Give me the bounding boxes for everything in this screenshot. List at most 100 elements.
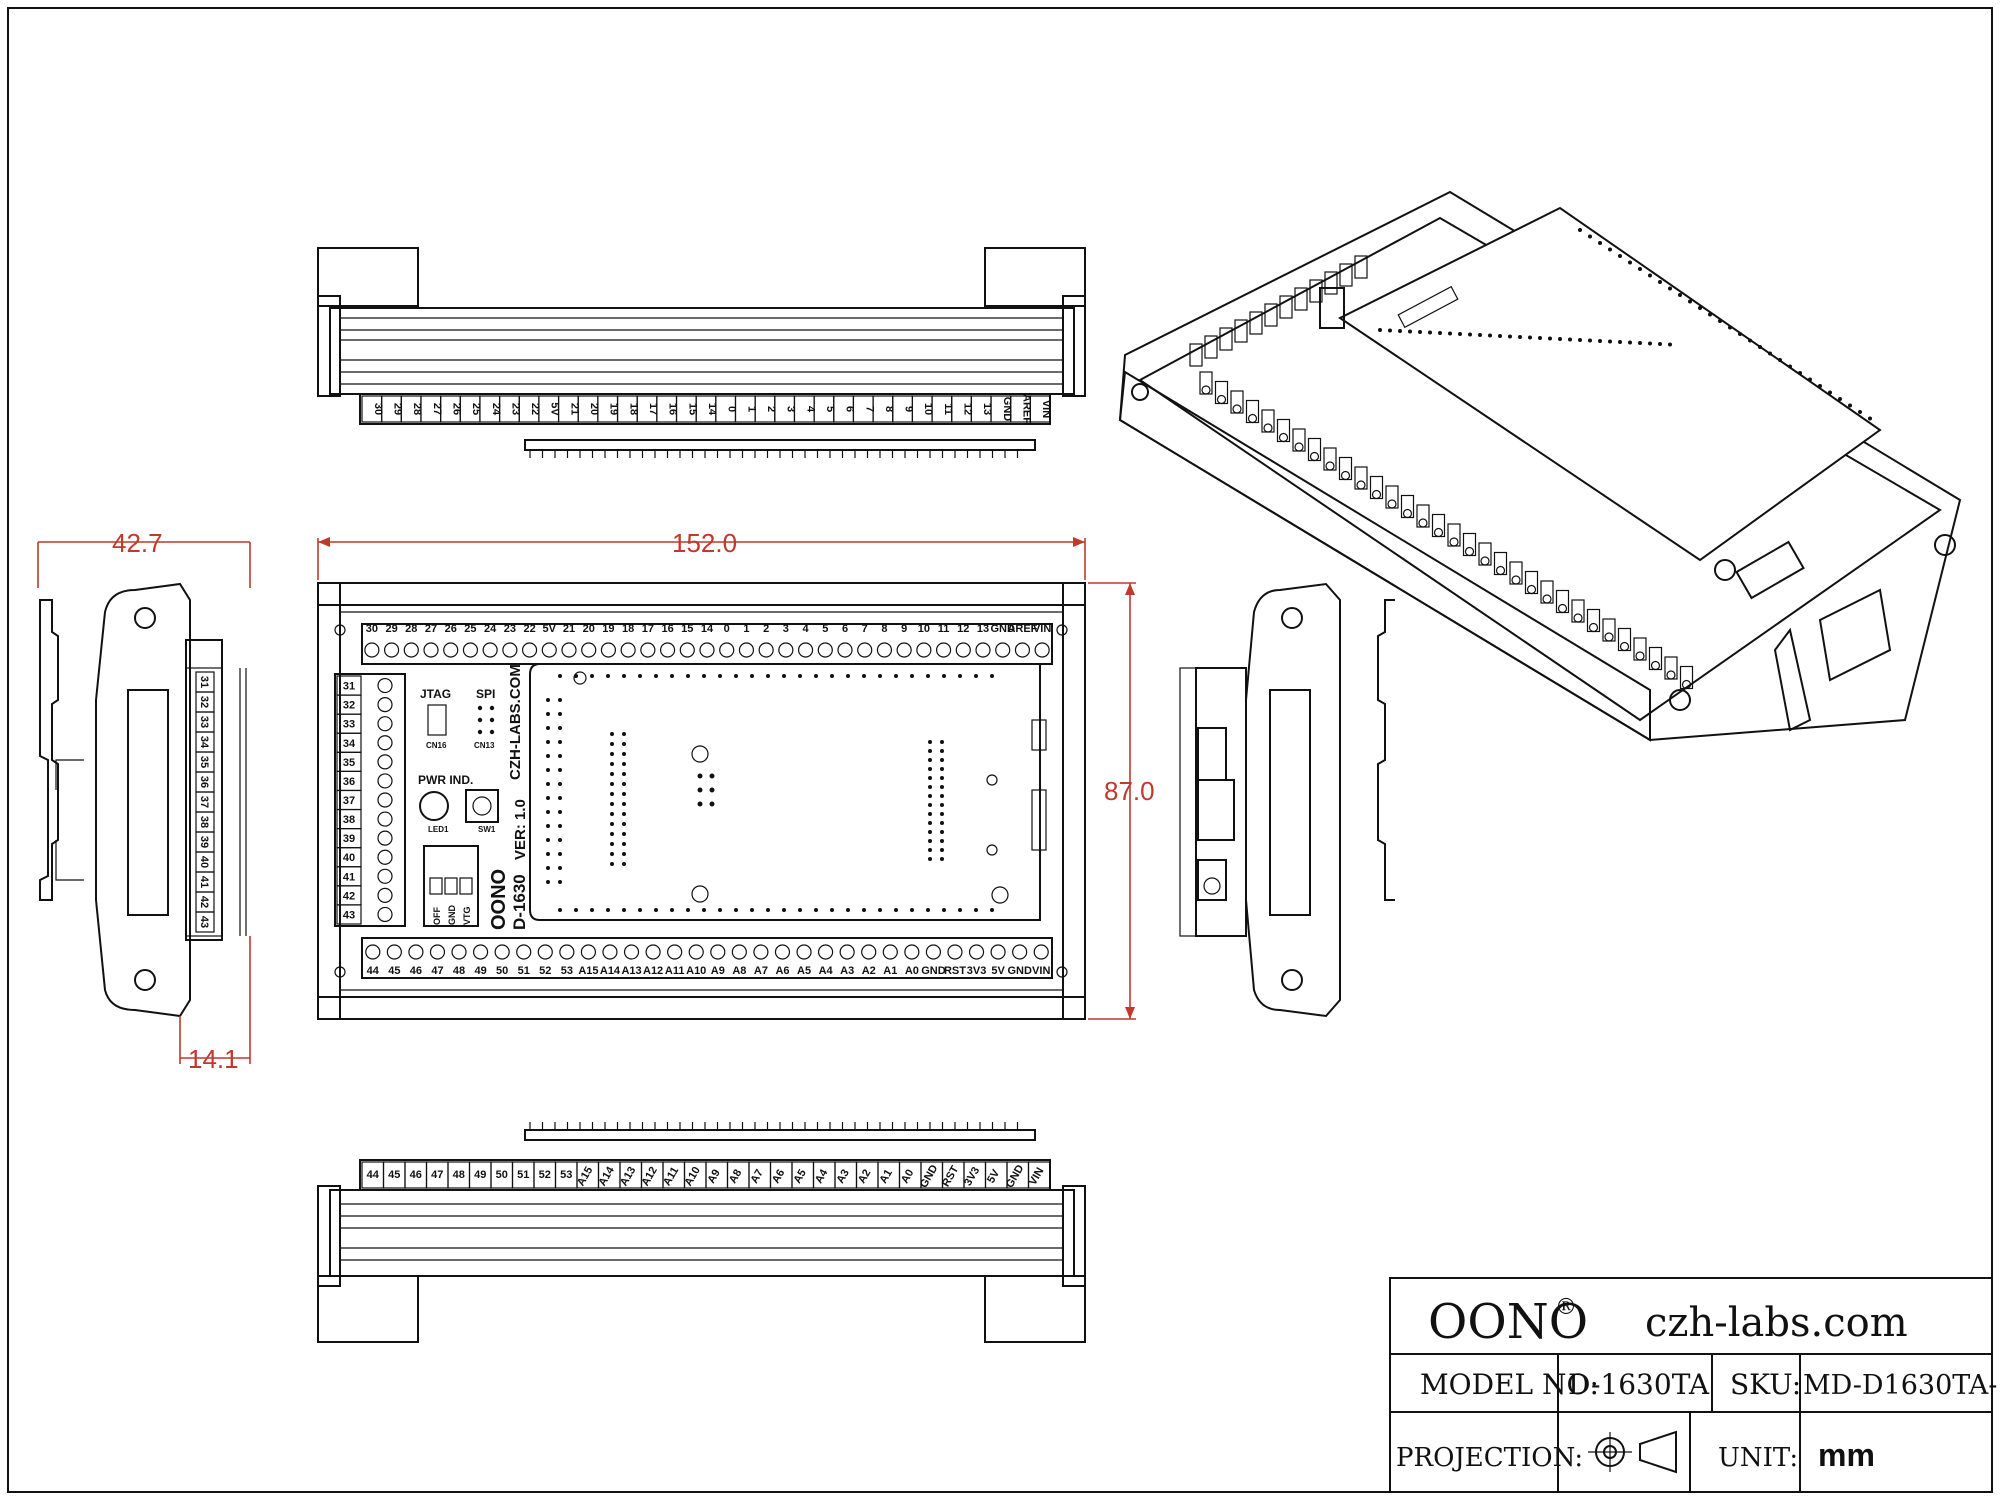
front-top-pin-label: 12	[957, 623, 969, 635]
side-pin-label: 42	[343, 890, 355, 902]
front-top-pin-label: 29	[385, 623, 397, 635]
side-view-pin-label: 34	[198, 736, 210, 749]
jtag-connector: CN16	[426, 741, 447, 750]
terminal-screw	[975, 642, 991, 658]
board-model: D-1630	[510, 874, 529, 930]
front-top-pin-label: 19	[602, 623, 614, 635]
terminal-screw	[947, 944, 963, 960]
bottom-pin-label: A4	[813, 1167, 831, 1186]
bottom-pin-label: 48	[453, 1169, 465, 1181]
side-view-pin-label: 33	[198, 716, 210, 728]
terminal-screw	[876, 642, 893, 658]
top-pin-label: 23	[509, 403, 521, 415]
front-bottom-pin-label: 47	[431, 965, 443, 977]
front-top-pin-label: 7	[862, 623, 868, 635]
front-top-pin-label: 9	[901, 623, 907, 635]
front-top-pin-label: AREF	[1007, 623, 1037, 635]
bottom-pin-label: A1	[877, 1167, 894, 1185]
terminal-screw	[581, 642, 597, 658]
front-bottom-pin-label: 46	[410, 965, 422, 977]
front-bottom-pin-label: 51	[518, 965, 530, 977]
front-bottom-pin-label: A10	[686, 965, 706, 977]
bottom-pin-cell	[1027, 1161, 1051, 1189]
terminal-screw	[472, 944, 489, 960]
front-top-pin-label: 26	[445, 623, 457, 635]
terminal-screw	[688, 944, 704, 960]
bottom-pin-label: 44	[367, 1169, 380, 1181]
terminal-screw	[377, 830, 393, 846]
terminal-screw	[990, 944, 1006, 960]
terminal-screw	[797, 642, 814, 658]
top-pin-label: 2	[765, 406, 777, 412]
bottom-pin-label: 45	[388, 1169, 400, 1181]
switch-label: SW1	[478, 825, 496, 834]
bottom-pin-label: A5	[791, 1167, 808, 1185]
title-website: czh-labs.com	[1645, 1300, 1908, 1346]
terminal-screw	[377, 906, 393, 923]
bottom-pin-label: 52	[539, 1169, 551, 1181]
terminal-screw	[377, 868, 393, 884]
unit-label: UNIT:	[1718, 1443, 1798, 1473]
front-top-pin-label: GND	[990, 623, 1015, 635]
power-indicator-label: PWR IND.	[418, 773, 473, 787]
front-bottom-pin-label: 45	[388, 965, 400, 977]
terminal-screw	[516, 944, 532, 960]
side-view-pin-label: 43	[198, 916, 210, 928]
spi-connector: CN13	[474, 741, 495, 750]
terminal-screw	[377, 773, 393, 789]
terminal-screw	[559, 944, 575, 960]
top-pin-cell	[1029, 395, 1051, 423]
side-pin-label: 35	[343, 757, 355, 769]
bottom-pin-label: A0	[899, 1167, 916, 1185]
front-bottom-pin-label: A7	[754, 965, 768, 977]
terminal-screw	[600, 642, 617, 658]
front-bottom-pin-label: GND	[921, 965, 946, 977]
bottom-pin-label: RST	[940, 1164, 962, 1189]
top-pin-label: 26	[450, 403, 462, 415]
front-bottom-pin-label: 3V3	[967, 965, 987, 977]
side-view-pin-label: 37	[198, 796, 210, 808]
terminal-screw	[1034, 642, 1050, 658]
top-pin-label: 7	[863, 406, 875, 412]
terminal-screw	[1014, 642, 1031, 658]
bottom-pin-label: 53	[560, 1169, 572, 1181]
terminal-screw	[386, 944, 402, 960]
terminal-screw	[377, 849, 393, 865]
terminal-screw	[580, 944, 597, 960]
projection-label: PROJECTION:	[1396, 1443, 1583, 1473]
model-label: MODEL NO:	[1420, 1368, 1599, 1401]
front-top-pin-label: 2	[763, 623, 769, 635]
bottom-pin-label: 51	[517, 1169, 529, 1181]
title-registered-mark: ®	[1555, 1295, 1577, 1320]
bottom-pin-label: A13	[618, 1165, 638, 1188]
terminal-screw	[443, 642, 459, 658]
top-pin-label: 16	[667, 403, 679, 415]
front-bottom-pin-label: A3	[840, 965, 854, 977]
board-brand: OONO	[488, 869, 510, 930]
front-top-pin-label: 3	[783, 623, 789, 635]
side-pin-label: 34	[343, 738, 356, 750]
side-pin-label: 37	[343, 795, 355, 807]
top-pin-label: 14	[706, 403, 718, 416]
top-pin-label: 30	[372, 403, 384, 415]
terminal-screw	[364, 642, 380, 658]
bottom-pin-label: A11	[661, 1165, 681, 1188]
bottom-pin-label: 47	[431, 1169, 443, 1181]
top-pin-label: 0	[726, 406, 738, 412]
switch-label-gnd: GND	[447, 905, 457, 926]
top-pin-label: 15	[686, 403, 698, 415]
terminal-screw	[620, 642, 636, 658]
front-bottom-pin-label: A6	[775, 965, 789, 977]
front-top-pin-label: 5	[822, 623, 828, 635]
top-pin-label: VIN	[1040, 400, 1052, 418]
side-view-pin-label: 40	[198, 856, 210, 868]
bottom-pin-label: 5V	[985, 1167, 1002, 1185]
terminal-screw	[955, 642, 971, 658]
side-pin-label: 39	[343, 833, 355, 845]
terminal-screw	[365, 944, 381, 960]
top-pin-label: 10	[922, 403, 934, 415]
terminal-screw	[995, 642, 1011, 658]
front-bottom-pin-label: A8	[732, 965, 746, 977]
jtag-label: JTAG	[420, 687, 451, 701]
side-pin-label: 31	[343, 681, 355, 693]
